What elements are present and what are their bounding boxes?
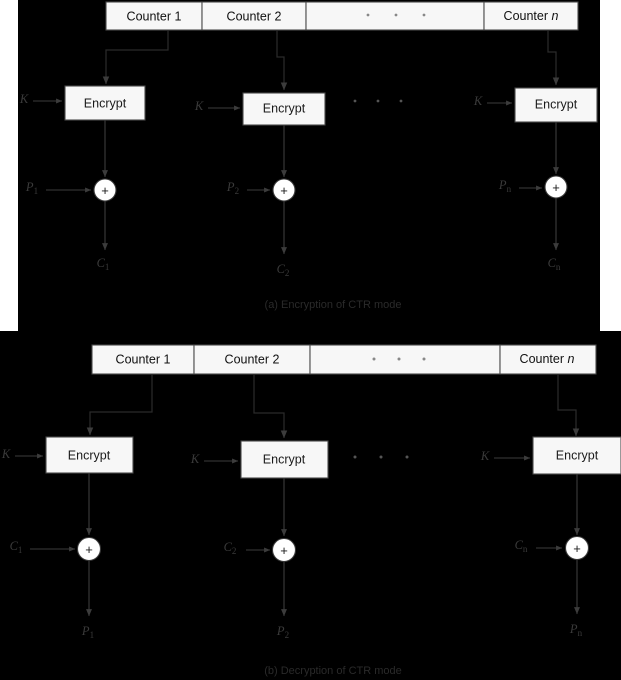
connector-counter2-to-encrypt2 (276, 30, 288, 91)
key-label-n-dec: K (480, 449, 490, 463)
xor-circle-2-dec (271, 537, 297, 563)
counter-cell-ellipsis-dec (309, 344, 501, 375)
encryption-panel-background (18, 0, 600, 331)
counter-cell-2-dec-label: Counter 2 (225, 352, 280, 366)
counter-cell-1-label: Counter 1 (127, 9, 182, 23)
connector-counter2-to-encrypt2-dec (253, 374, 288, 439)
ciphertext-label-2-dec: C2 (224, 540, 237, 556)
key-label-1-dec: K (1, 447, 11, 461)
key-label-2-dec: K (190, 452, 200, 466)
connector-countern-to-encryptn (547, 30, 560, 86)
decryption-column-2: Encrypt K + C2 P2 (190, 440, 329, 640)
decrypt-box-2-label: Encrypt (263, 452, 306, 466)
plaintext-label-1-dec: P1 (81, 624, 94, 640)
xor-circle-1-dec (76, 536, 102, 562)
decryption-midrow-ellipsis (353, 455, 409, 459)
counter-cell-n (483, 1, 579, 31)
plaintext-label-1: P1 (25, 180, 38, 196)
key-label-2: K (194, 99, 204, 113)
connector-countern-to-encryptn-dec (557, 374, 580, 437)
encryption-column-1: Encrypt K + P1 C1 (19, 85, 146, 272)
xor-operator-2-dec: + (280, 543, 288, 558)
xor-operator-n: + (552, 180, 560, 195)
encryption-midrow-ellipsis (353, 99, 403, 103)
xor-operator-1-dec: + (85, 542, 93, 557)
encryption-column-n: Encrypt K + Pn Cn (473, 87, 598, 272)
encryption-column-2: Encrypt K + P2 C2 (194, 92, 326, 278)
counter-cell-1-dec (91, 344, 195, 375)
encryption-counter-connectors (102, 30, 560, 91)
decryption-counter-row: Counter 1 Counter 2 Counter n (91, 344, 597, 375)
counter-cell-n-label: Counter n (504, 9, 559, 23)
xor-operator-2: + (280, 183, 288, 198)
counter-cell-n-dec (499, 344, 597, 375)
decryption-column-n: Encrypt K + Cn Pn (480, 436, 621, 638)
counter-ellipsis-dots (366, 13, 426, 17)
decryption-counter-connectors (86, 374, 580, 439)
decryption-column-1: Encrypt K + C1 P1 (1, 436, 134, 640)
ciphertext-label-1-dec: C1 (10, 539, 23, 555)
decryption-panel-background (0, 331, 621, 680)
encrypt-box-2 (242, 92, 326, 126)
ciphertext-label-1: C1 (97, 256, 110, 272)
ciphertext-label-n-dec: Cn (515, 538, 528, 554)
decryption-caption: (b) Decryption of CTR mode (264, 665, 402, 677)
encryption-counter-row: Counter 1 Counter 2 Counter n (105, 1, 579, 31)
encrypt-box-2-label: Encrypt (263, 101, 306, 115)
plaintext-label-n-dec: Pn (569, 622, 583, 638)
encrypt-box-n (514, 87, 598, 123)
plaintext-label-2: P2 (226, 180, 239, 196)
ciphertext-label-2: C2 (277, 262, 290, 278)
xor-operator-1: + (101, 183, 109, 198)
connector-counter1-to-encrypt1 (102, 30, 169, 85)
counter-cell-ellipsis (305, 1, 485, 31)
counter-cell-n-dec-label: Counter n (520, 352, 575, 366)
plaintext-label-n: Pn (498, 178, 512, 194)
key-label-n: K (473, 94, 483, 108)
decrypt-box-1-label: Encrypt (68, 448, 111, 462)
xor-operator-n-dec: + (573, 541, 581, 556)
decrypt-box-n-label: Encrypt (556, 448, 599, 462)
ciphertext-label-n: Cn (548, 256, 561, 272)
plaintext-label-2-dec: P2 (276, 624, 289, 640)
counter-cell-2 (201, 1, 307, 31)
panel-seam-fill (18, 310, 600, 335)
connector-counter1-to-encrypt1-dec (86, 374, 153, 436)
counter-ellipsis-dots-dec (372, 357, 426, 361)
counter-cell-1 (105, 1, 203, 31)
key-label-1: K (19, 92, 29, 106)
decrypt-box-1 (45, 436, 134, 474)
encrypt-box-1-label: Encrypt (84, 96, 127, 110)
counter-cell-2-label: Counter 2 (227, 9, 282, 23)
encryption-caption: (a) Encryption of CTR mode (265, 299, 402, 311)
encrypt-box-1 (64, 85, 146, 121)
encrypt-box-n-label: Encrypt (535, 97, 578, 111)
counter-cell-1-dec-label: Counter 1 (116, 352, 171, 366)
counter-cell-2-dec (193, 344, 311, 375)
xor-circle-n-dec (564, 535, 590, 561)
